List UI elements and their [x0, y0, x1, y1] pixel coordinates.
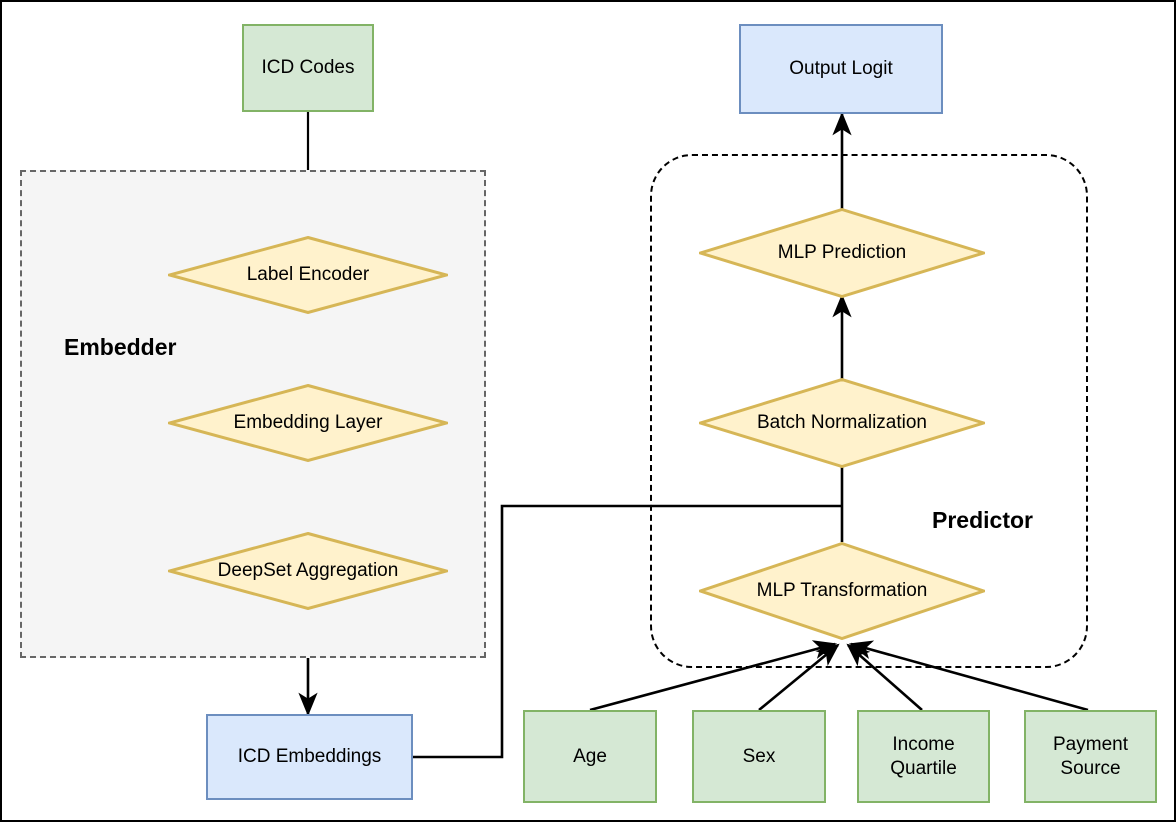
batch-normalization-diamond-shape	[699, 378, 985, 468]
node-age-label: Age	[573, 745, 607, 767]
label-encoder-diamond-shape	[168, 236, 448, 314]
node-icd-embeddings[interactable]: ICD Embeddings	[206, 714, 413, 800]
node-output-logit[interactable]: Output Logit	[739, 24, 943, 114]
node-batch-normalization[interactable]: Batch Normalization	[699, 378, 985, 468]
node-income-quartile-line1: Income	[892, 734, 955, 756]
node-icd-codes[interactable]: ICD Codes	[242, 24, 374, 112]
node-sex[interactable]: Sex	[692, 710, 826, 803]
node-icd-codes-label: ICD Codes	[261, 57, 355, 79]
deepset-aggregation-diamond-shape	[168, 532, 448, 610]
group-label-predictor: Predictor	[932, 507, 1033, 533]
node-sex-label: Sex	[742, 745, 776, 767]
node-income-quartile[interactable]: Income Quartile	[857, 710, 990, 803]
node-embedding-layer-label: Embedding Layer	[233, 412, 383, 433]
node-label-encoder-label: Label Encoder	[246, 264, 370, 285]
node-deepset-aggregation-label: DeepSet Aggregation	[217, 560, 399, 581]
node-deepset-aggregation[interactable]: DeepSet Aggregation	[168, 532, 448, 610]
node-mlp-prediction[interactable]: MLP Prediction	[699, 208, 985, 298]
node-payment-source-line2: Source	[1060, 757, 1121, 779]
mlp-transformation-diamond-shape	[699, 542, 985, 640]
node-payment-source-line1: Payment	[1053, 734, 1128, 756]
group-label-embedder: Embedder	[64, 334, 177, 360]
node-payment-source-label: Payment Source	[1053, 733, 1128, 779]
node-payment-source[interactable]: Payment Source	[1024, 710, 1157, 803]
node-output-logit-label: Output Logit	[789, 58, 893, 80]
group-predictor	[650, 154, 1088, 668]
node-label-encoder[interactable]: Label Encoder	[168, 236, 448, 314]
embedding-layer-diamond-shape	[168, 384, 448, 462]
node-age[interactable]: Age	[523, 710, 657, 803]
node-embedding-layer[interactable]: Embedding Layer	[168, 384, 448, 462]
node-mlp-prediction-label: MLP Prediction	[777, 242, 907, 263]
node-income-quartile-label: Income Quartile	[890, 733, 957, 779]
node-mlp-transformation[interactable]: MLP Transformation	[699, 542, 985, 640]
node-batch-normalization-label: Batch Normalization	[756, 412, 928, 433]
node-mlp-transformation-label: MLP Transformation	[756, 580, 928, 601]
node-income-quartile-line2: Quartile	[890, 757, 957, 779]
mlp-prediction-diamond-shape	[699, 208, 985, 298]
node-icd-embeddings-label: ICD Embeddings	[237, 746, 382, 768]
